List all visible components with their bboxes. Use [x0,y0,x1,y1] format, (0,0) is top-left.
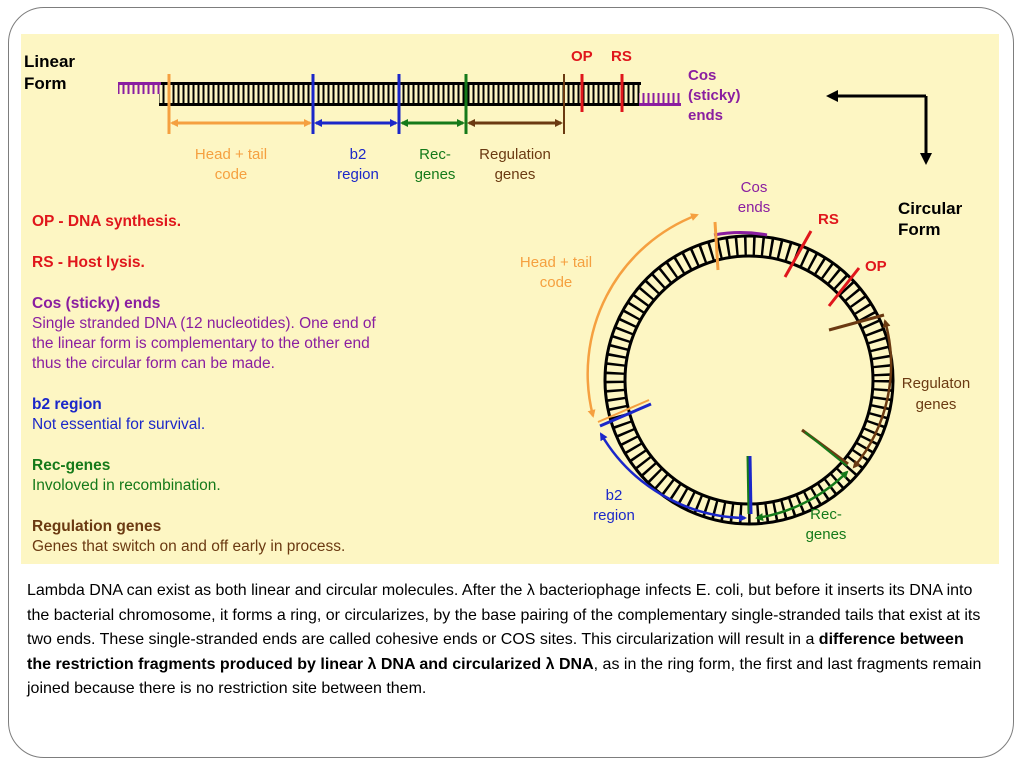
circular-form-title-2: Form [898,220,941,239]
circular-b2-arrow [599,432,747,522]
linear-b2-label: b2 [350,146,367,163]
linear-op-label: OP [571,48,593,65]
circular-head-tail-label-2: code [540,274,573,291]
legend-cos-text-3: thus the circular form can be made. [32,355,275,372]
circular-rec-label: Rec- [810,506,842,523]
legend-rs-heading: RS - Host lysis. [32,254,145,271]
legend-reg-heading: Regulation genes [32,518,162,535]
circular-b2-marker [748,455,753,515]
caption-text-1: Lambda DNA can exist as both linear and … [27,582,981,649]
legend-cos-text-2: the linear form is complementary to the … [32,335,370,352]
circular-rs-label: RS [818,211,839,228]
circular-cos-label-2: ends [738,199,771,216]
caption-text-2: , as in the ring form, the first and las… [27,655,982,698]
linear-rec-label-2: genes [415,166,456,183]
circular-head-tail-marker [713,221,720,271]
linear-rec-label: Rec- [419,146,451,163]
linear-head-tail-label: Head + tail [195,146,267,163]
caption-bold-text: difference between the restriction fragm… [27,631,964,673]
legend-op-heading: OP - DNA synthesis. [32,213,182,230]
legend-rec-text: Involoved in recombination. [32,477,221,494]
circular-op-site [827,267,861,307]
circular-reg-label-2: genes [916,396,957,413]
legend: OP - DNA synthesis. RS - Host lysis. Cos… [32,212,502,578]
linear-form-title-2: Form [24,74,67,93]
linear-reg-label-2: genes [495,166,536,183]
circular-rec-marker [804,431,848,467]
circular-head-tail-label: Head + tail [520,254,592,271]
caption-paragraph: Lambda DNA can exist as both linear and … [27,579,987,702]
circular-reg-arrow [852,319,893,469]
lambda-diagram-panel: Linear Form OP RS Cos (sticky) ends [21,34,999,564]
circular-cos-label: Cos [741,179,768,196]
lambda-dna-diagram: Linear Form OP RS Cos (sticky) ends [24,48,970,543]
legend-reg-text: Genes that switch on and off early in pr… [32,538,346,555]
legend-rec-heading: Rec-genes [32,457,111,474]
linear-cos-label-3: ends [688,107,723,124]
legend-b2-heading: b2 region [32,396,102,413]
circular-rec-arrow [755,470,849,522]
linear-reg-label: Regulation [479,146,551,163]
legend-b2-text: Not essential for survival. [32,416,206,433]
circular-op-label: OP [865,258,887,275]
linear-head-tail-label-2: code [215,166,248,183]
linear-form-title: Linear [24,52,75,71]
circular-reg-label: Regulaton [902,375,970,392]
linear-cos-label-2: (sticky) [688,87,741,104]
legend-cos-heading: Cos (sticky) ends [32,295,161,312]
linear-cos-label: Cos [688,67,716,84]
circular-rec-label-2: genes [806,526,847,543]
circular-b2-label-2: region [593,507,635,524]
circular-b2-label: b2 [606,487,623,504]
circular-rec-end-marker [746,455,751,515]
linear-b2-label-2: region [337,166,379,183]
circular-head-tail-arrow [586,213,699,418]
legend-cos-text-1: Single stranded DNA (12 nucleotides). On… [32,315,376,332]
circular-rs-site [783,230,813,278]
linear-rs-label: RS [611,48,632,65]
circular-form-title: Circular [898,199,963,218]
